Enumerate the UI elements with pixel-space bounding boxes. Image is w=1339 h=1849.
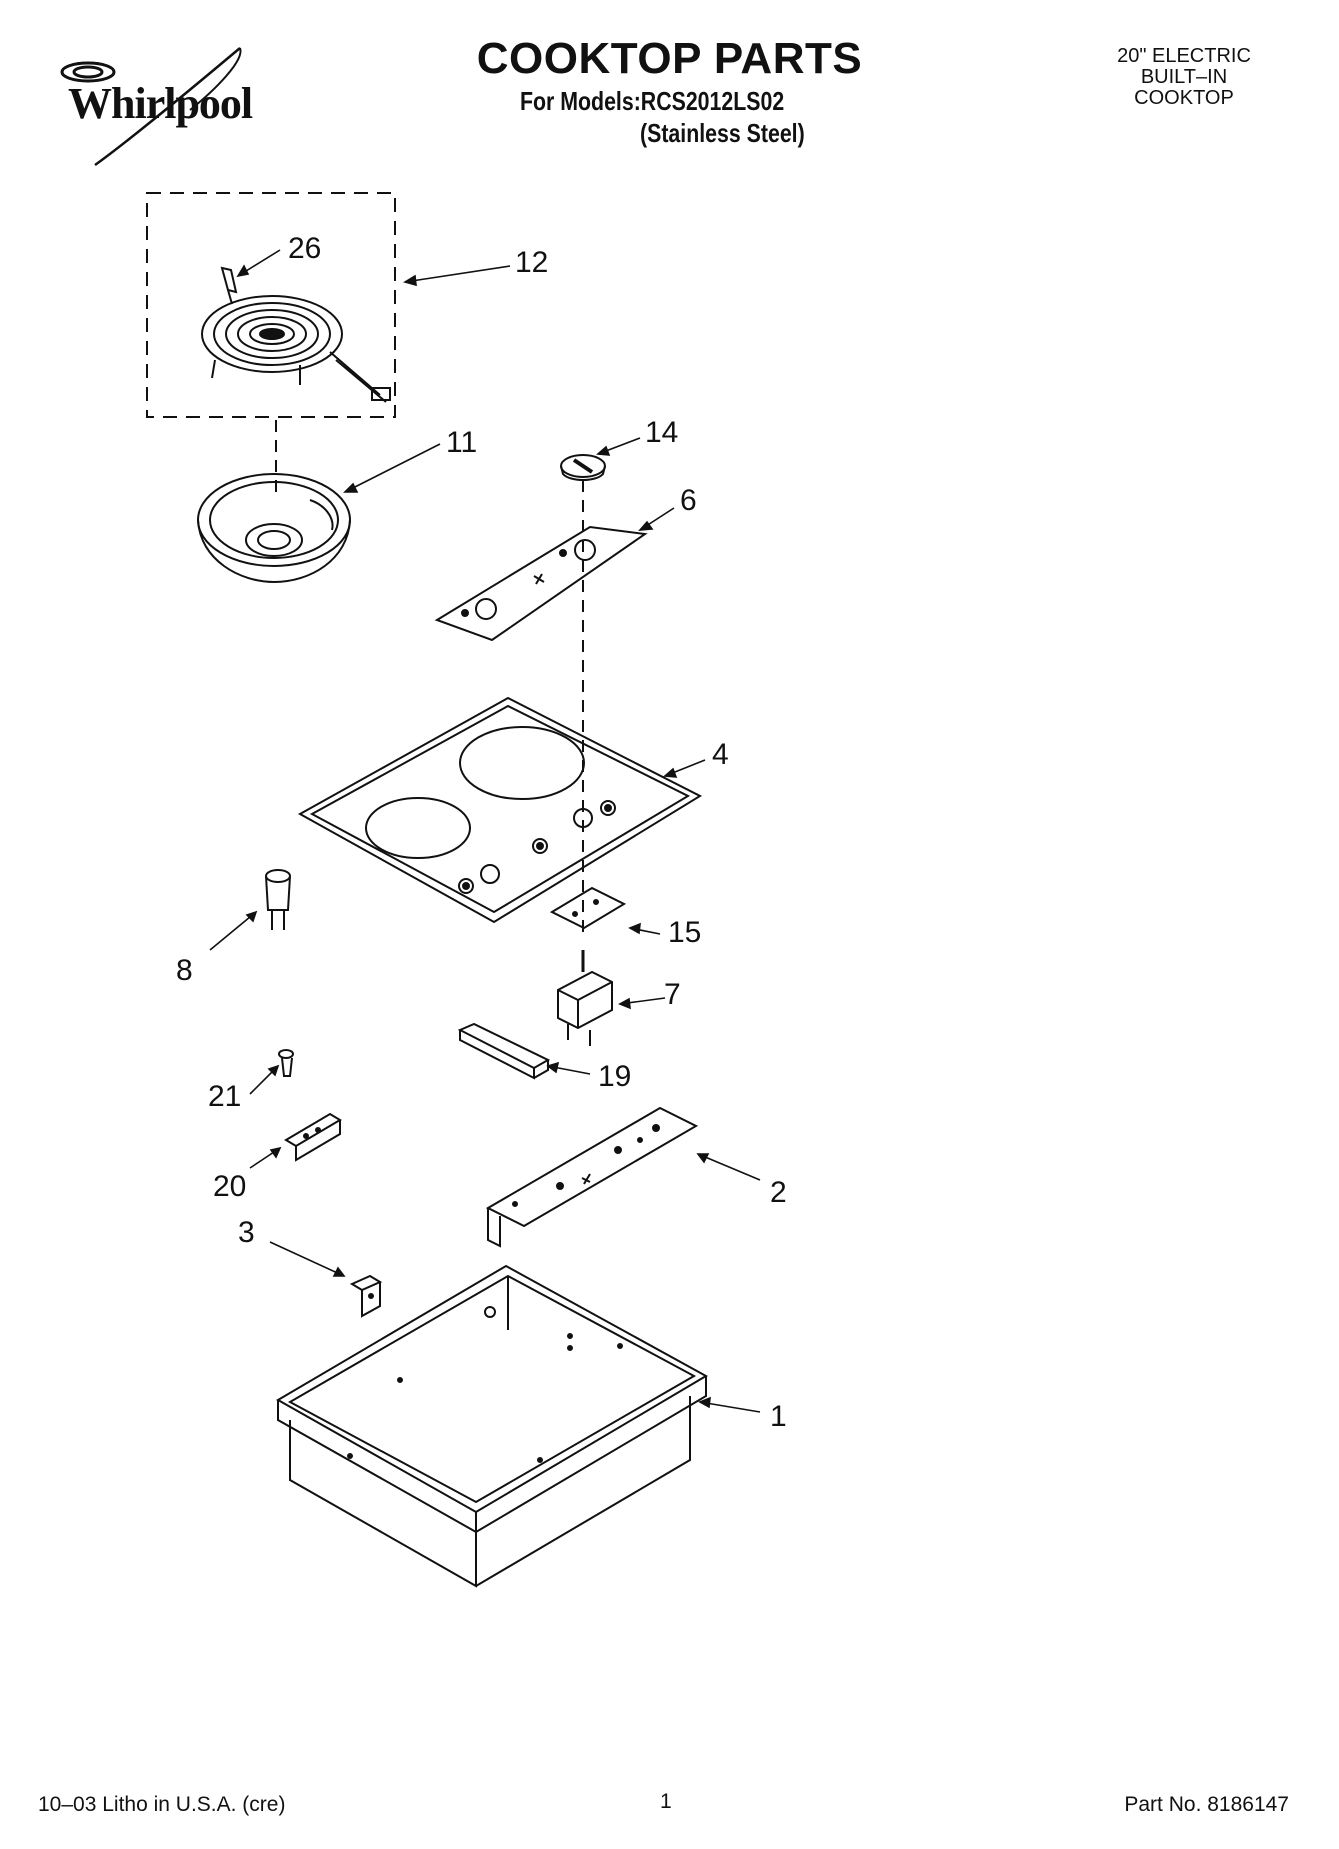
callout-11: 11 (446, 426, 478, 459)
models-line: For Models:RCS2012LS02 (520, 86, 785, 116)
page-number: 1 (660, 1790, 672, 1813)
callout-20: 20 (213, 1170, 247, 1203)
callout-12: 12 (515, 246, 549, 279)
callout-2: 2 (770, 1176, 787, 1209)
part-26-terminal-block (220, 266, 238, 305)
callout-7: 7 (664, 978, 681, 1011)
part-20-mounting-bracket (284, 1112, 342, 1162)
part-number: Part No. 8186147 (1124, 1793, 1289, 1816)
product-type: 20" ELECTRIC BUILT–IN COOKTOP (1084, 46, 1284, 109)
part-2-control-bracket (485, 1106, 699, 1248)
part-12-surface-element-assembly (146, 192, 396, 418)
callout-19: 19 (598, 1060, 632, 1093)
part-19-switch-bracket (457, 1022, 551, 1080)
callout-6: 6 (680, 484, 697, 517)
callout-15: 15 (668, 916, 702, 949)
brand-name: Whirlpool (68, 79, 253, 128)
part-11-drip-bowl (197, 473, 351, 584)
part-1-cooktop-box (275, 1264, 709, 1588)
leader-arrows (209, 249, 761, 1413)
part-4-main-top (297, 696, 703, 924)
logo-swirl-icon (60, 47, 242, 167)
callout-21: 21 (208, 1080, 242, 1113)
part-7-infinite-switch (557, 950, 613, 1046)
callout-8: 8 (176, 954, 193, 987)
product-type-line-3: COOKTOP (1134, 87, 1234, 109)
part-15-insulator (549, 886, 627, 930)
whirlpool-logo: Whirlpool (40, 30, 290, 170)
product-type-line-1: 20" ELECTRIC (1117, 45, 1251, 67)
callout-14: 14 (645, 416, 679, 449)
callout-3: 3 (238, 1216, 255, 1249)
part-6-control-panel-overlay (434, 525, 648, 642)
product-type-line-2: BUILT–IN (1140, 66, 1228, 88)
callout-1: 1 (770, 1400, 787, 1433)
finish-line: (Stainless Steel) (640, 118, 805, 148)
callout-26: 26 (288, 232, 322, 265)
surface-element-coil (201, 295, 391, 403)
part-8-indicator-light (265, 869, 291, 930)
page-title: COOKTOP PARTS (476, 34, 863, 83)
callout-4: 4 (712, 738, 729, 771)
part-14-control-knob (560, 454, 606, 481)
part-3-small-bracket (349, 1274, 383, 1318)
litho-note: 10–03 Litho in U.S.A. (cre) (38, 1793, 286, 1816)
part-21-screw (278, 1049, 294, 1077)
